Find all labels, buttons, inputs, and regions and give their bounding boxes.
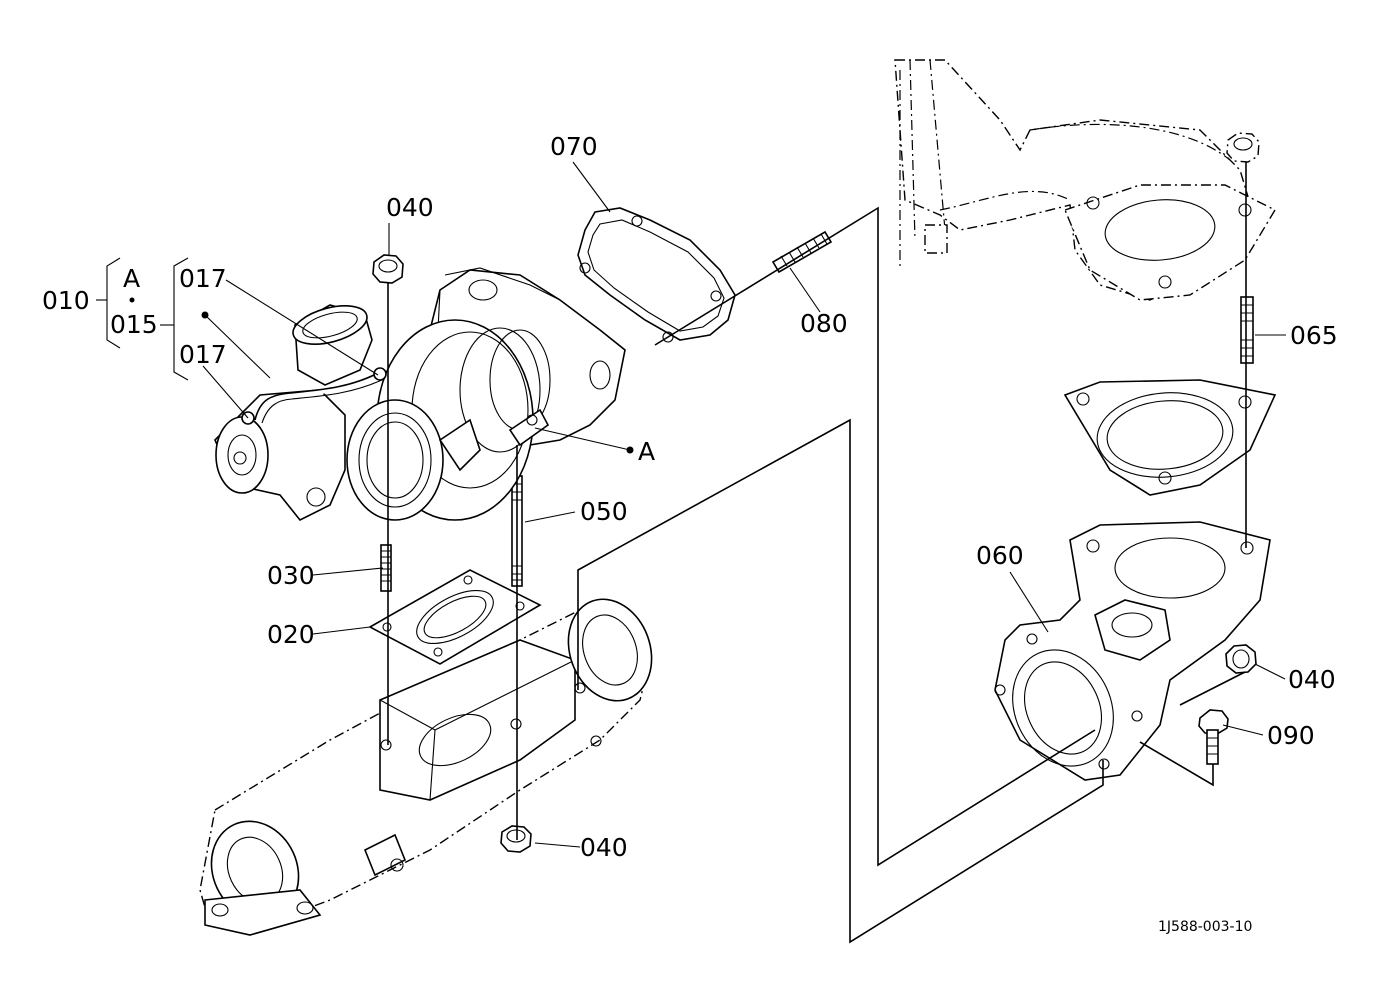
group-brackets: [96, 257, 189, 381]
stud-080: [771, 230, 833, 274]
exhaust-manifold: [199, 598, 653, 936]
label-060: 060: [976, 541, 1024, 570]
exhaust-pipe: [894, 59, 1276, 301]
label-050: 050: [580, 497, 628, 526]
label-065: 065: [1290, 321, 1338, 350]
label-017-lower: 017: [179, 340, 227, 369]
label-A-group: A: [123, 264, 140, 293]
turbocharger-assembly: [214, 267, 626, 522]
exhaust-gasket: [1063, 379, 1277, 496]
label-A-point: A: [638, 437, 655, 466]
label-040-top: 040: [386, 193, 434, 222]
label-040-bottom: 040: [580, 833, 628, 862]
label-015: 015: [110, 310, 158, 339]
label-070: 070: [550, 132, 598, 161]
label-090: 090: [1267, 721, 1315, 750]
bolt-090: [1198, 709, 1229, 765]
leader-lines: [129, 161, 1286, 848]
gasket-070: [577, 207, 736, 343]
exhaust-elbow-060: [994, 521, 1271, 781]
label-040-right: 040: [1288, 665, 1336, 694]
stud-065: [1240, 296, 1254, 364]
nut-040-top: [372, 254, 404, 284]
drawing-code: 1J588-003-10: [1158, 919, 1252, 935]
alignment-lines: [387, 162, 1247, 944]
label-010: 010: [42, 286, 90, 315]
label-030: 030: [267, 561, 315, 590]
nut-040-right: [1225, 644, 1257, 674]
manifold-gasket-020: [368, 569, 542, 665]
nut-040-bottom: [500, 825, 532, 853]
label-017-upper: 017: [179, 264, 227, 293]
label-020: 020: [267, 620, 315, 649]
label-080: 080: [800, 309, 848, 338]
nut-hex-top-right: [1226, 132, 1260, 163]
